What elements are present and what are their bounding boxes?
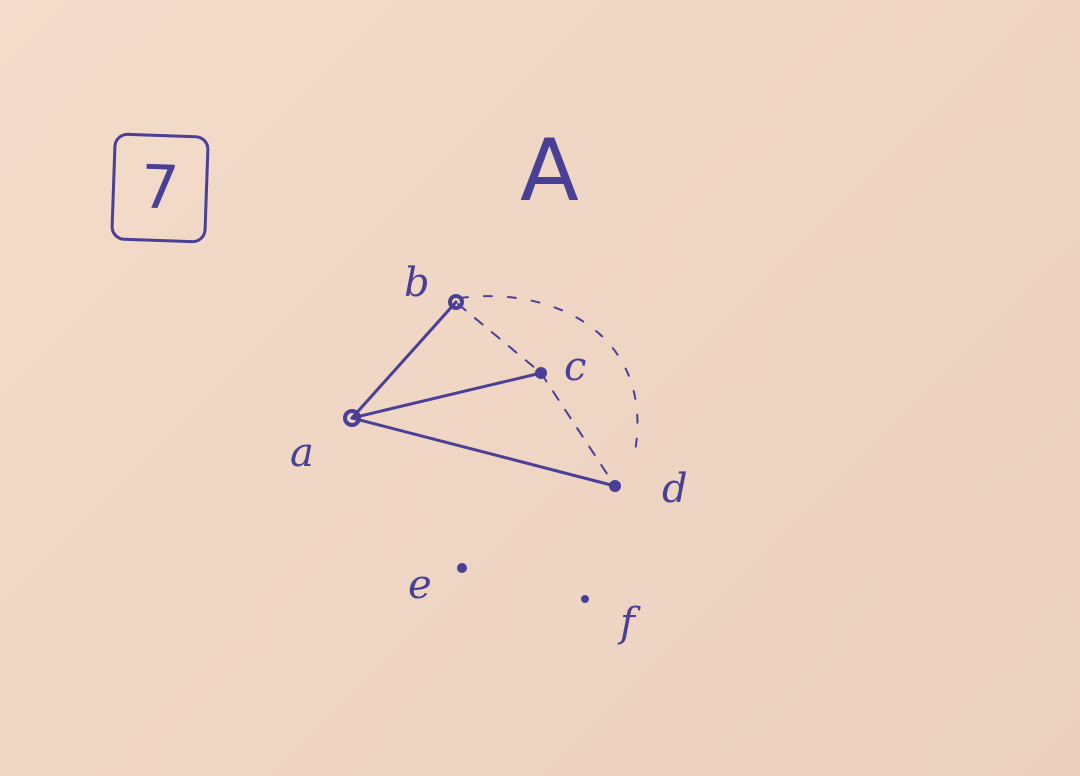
vertex-label-e: e (408, 562, 432, 608)
vertex-label-b: b (404, 260, 430, 306)
vertex-a (343, 409, 361, 427)
vertex-e (457, 563, 467, 573)
vertex-f (581, 595, 589, 603)
vertex-label-f: f (617, 600, 641, 646)
edge-a-d (350, 416, 617, 488)
dashed-edge-b-d (459, 295, 639, 463)
vertex-label-c: c (564, 344, 586, 390)
vertex-d (609, 480, 621, 492)
dashed-edge-c-d (540, 372, 616, 487)
edge-a-b (350, 300, 458, 420)
vertex-b (448, 294, 464, 310)
vertex-label-a: a (290, 430, 314, 476)
edge-a-c (350, 371, 543, 420)
vertex-c (535, 367, 547, 379)
vertex-label-d: d (662, 466, 688, 512)
graph-title: A (520, 121, 579, 221)
dashed-edge-b-c (457, 303, 542, 374)
